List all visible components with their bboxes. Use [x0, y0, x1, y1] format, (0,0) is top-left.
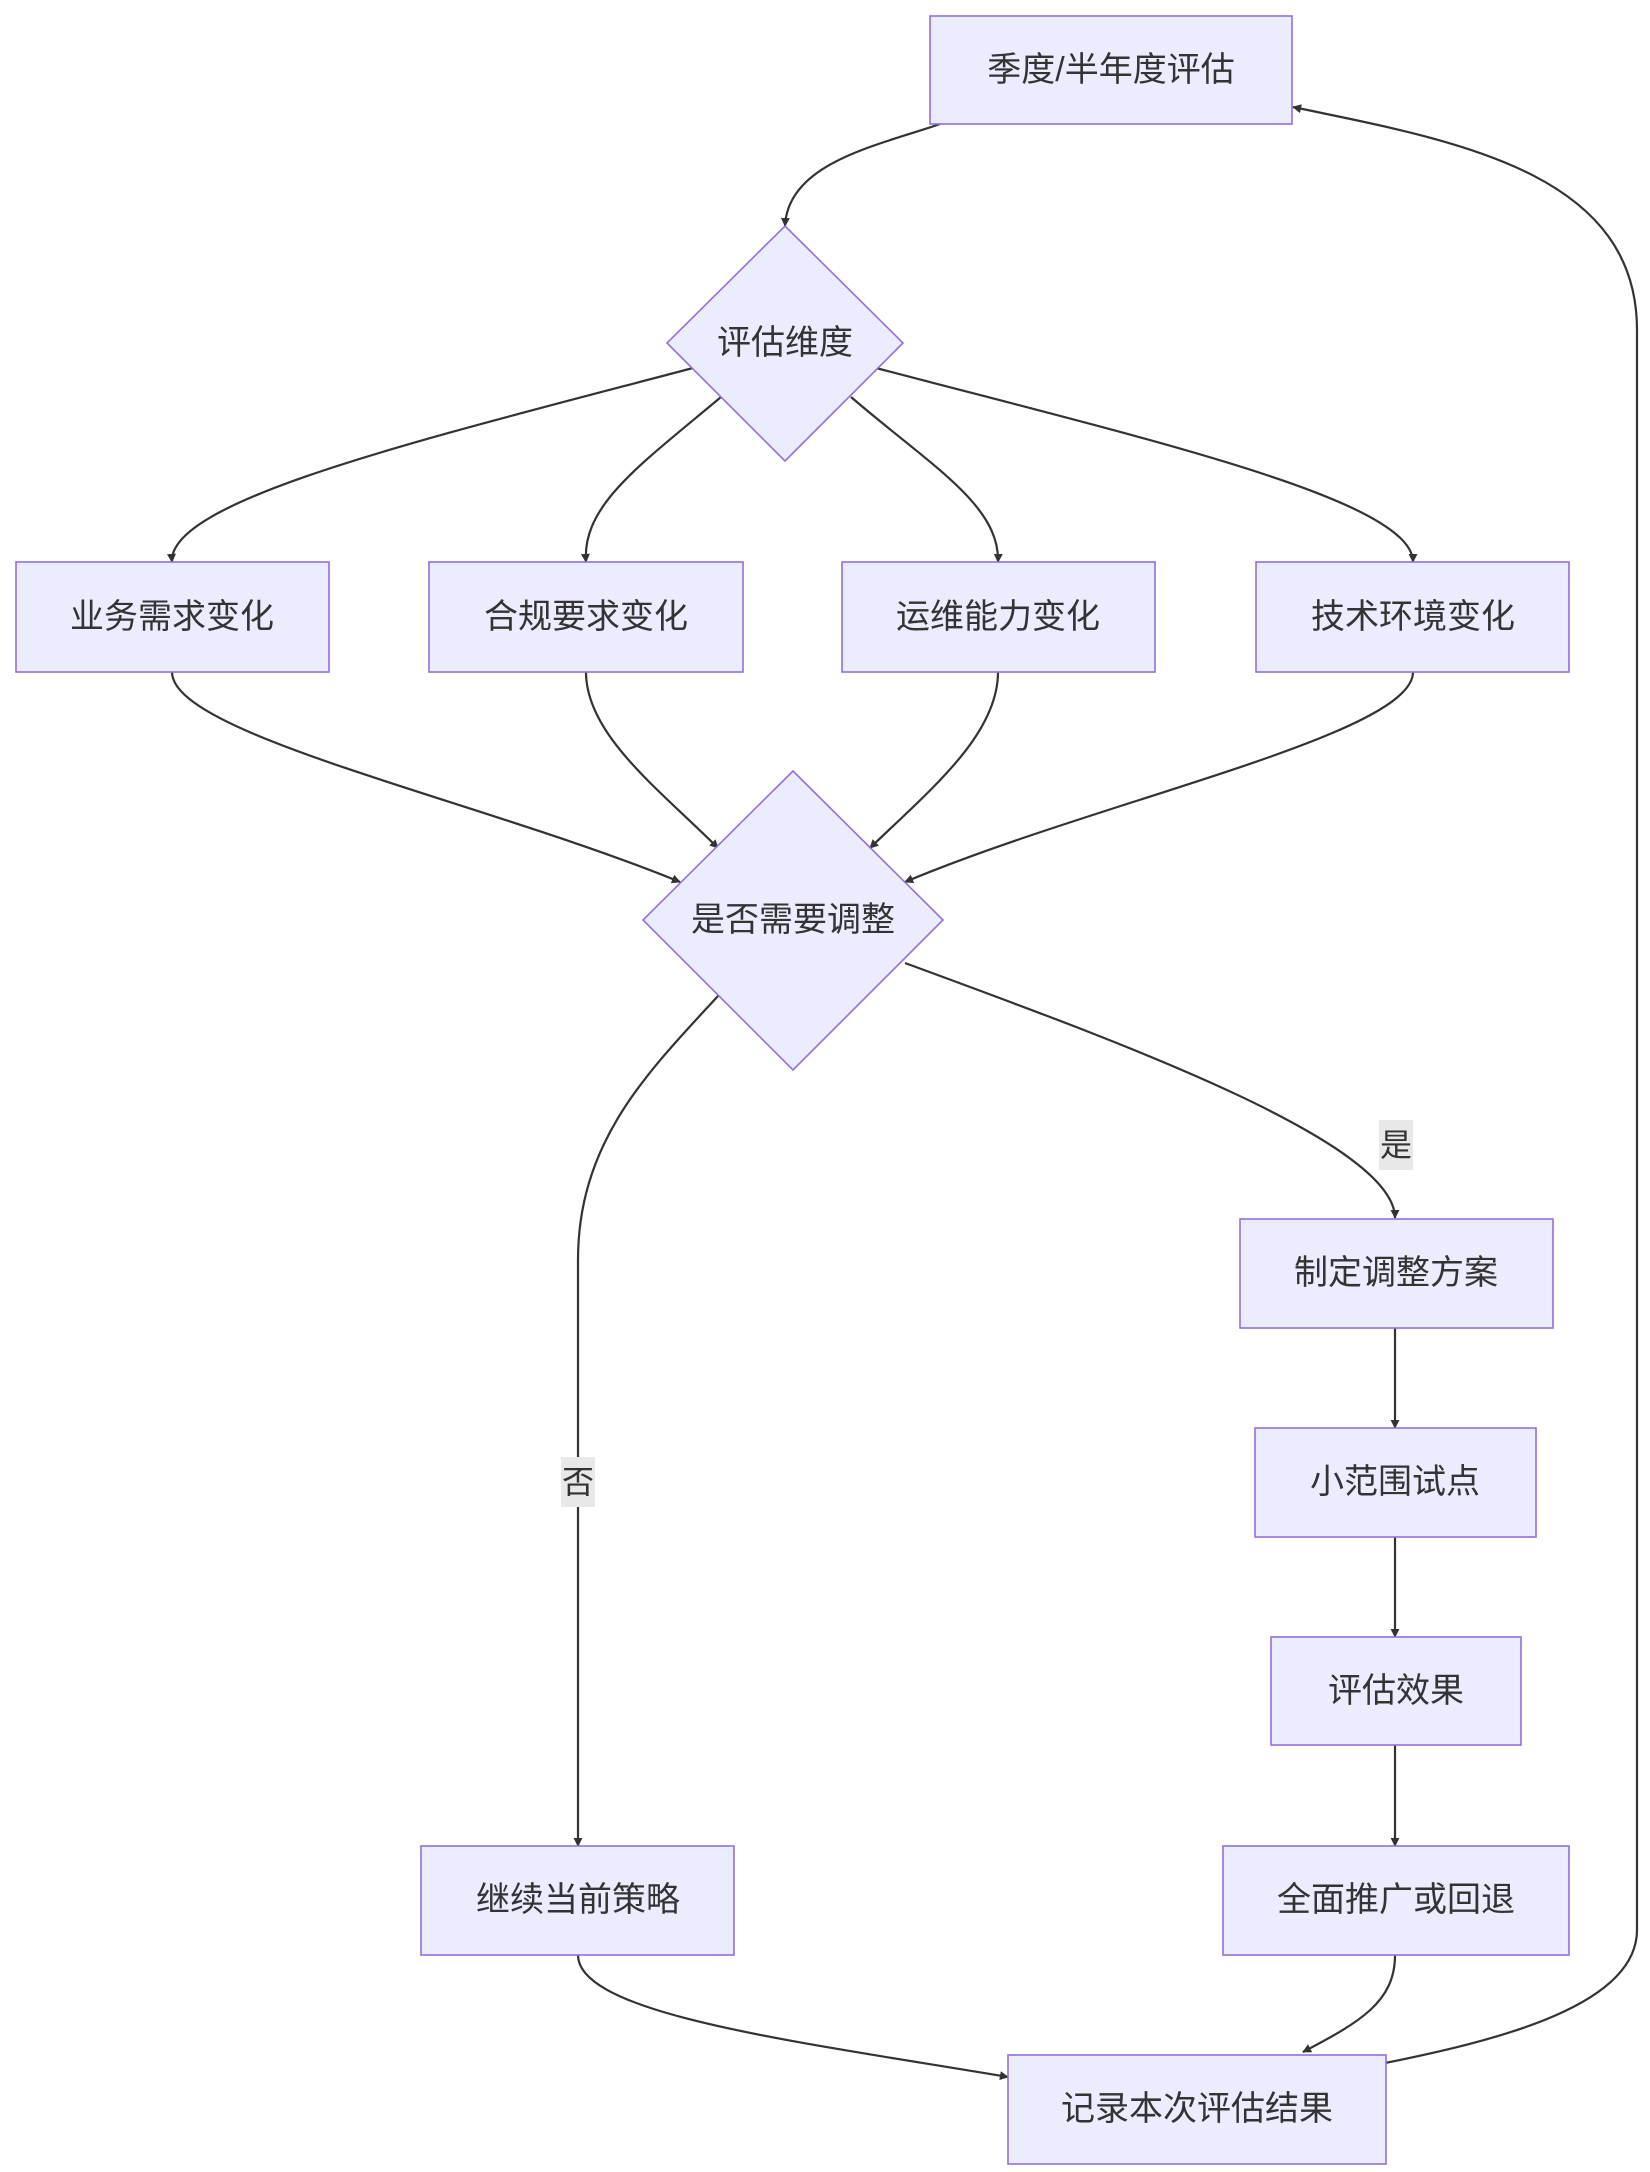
- edge-adjust-to-plan: [904, 961, 1400, 1219]
- edge-compliance-to-adjust: [584, 671, 719, 849]
- edge-adjust-to-continue: [573, 995, 719, 1847]
- edge-tech-to-adjust: [904, 671, 1415, 884]
- svg-text:业务需求变化: 业务需求变化: [70, 598, 274, 636]
- edge-dimensions-to-business: [167, 366, 694, 563]
- svg-text:小范围试点: 小范围试点: [1310, 1463, 1480, 1501]
- svg-text:是: 是: [1380, 1127, 1412, 1163]
- node-dimensions-decision: 评估维度: [665, 224, 905, 463]
- node-record-result: 记录本次评估结果: [1007, 2054, 1387, 2165]
- edge-continue-to-record: [576, 1954, 1009, 2081]
- svg-text:否: 否: [562, 1464, 594, 1500]
- svg-text:制定调整方案: 制定调整方案: [1294, 1254, 1498, 1292]
- svg-text:技术环境变化: 技术环境变化: [1311, 598, 1515, 636]
- node-business-change: 业务需求变化: [15, 561, 330, 673]
- svg-text:运维能力变化: 运维能力变化: [896, 598, 1100, 636]
- edge-ops-to-adjust: [869, 671, 1000, 849]
- node-quarterly-review: 季度/半年度评估: [929, 15, 1293, 125]
- node-need-adjust-decision: 是否需要调整: [641, 769, 945, 1072]
- node-evaluate-effect: 评估效果: [1270, 1636, 1522, 1746]
- svg-text:合规要求变化: 合规要求变化: [484, 598, 688, 636]
- edge-dimensions-to-ops: [850, 396, 1003, 563]
- node-continue-strategy: 继续当前策略: [420, 1845, 735, 1956]
- svg-text:季度/半年度评估: 季度/半年度评估: [987, 51, 1234, 89]
- node-ops-change: 运维能力变化: [841, 561, 1156, 673]
- edge-label-yes: 是: [1379, 1120, 1413, 1170]
- edge-dimensions-to-tech: [875, 366, 1418, 563]
- edge-rollout-to-record: [1302, 1954, 1397, 2053]
- node-pilot: 小范围试点: [1254, 1427, 1537, 1538]
- svg-text:评估维度: 评估维度: [717, 324, 853, 362]
- svg-text:全面推广或回退: 全面推广或回退: [1277, 1881, 1515, 1919]
- node-tech-change: 技术环境变化: [1255, 561, 1570, 673]
- edge-dimensions-to-compliance: [580, 396, 722, 563]
- node-compliance-change: 合规要求变化: [428, 561, 744, 673]
- node-rollout-or-rollback: 全面推广或回退: [1222, 1845, 1570, 1956]
- svg-text:是否需要调整: 是否需要调整: [691, 901, 895, 939]
- edge-business-to-adjust: [170, 671, 681, 884]
- edge-label-no: 否: [561, 1457, 595, 1507]
- svg-text:评估效果: 评估效果: [1328, 1672, 1464, 1710]
- edge-record-to-review: [1292, 104, 1639, 2065]
- edge-review-to-dimensions: [780, 122, 941, 227]
- svg-text:继续当前策略: 继续当前策略: [476, 1881, 680, 1919]
- svg-text:记录本次评估结果: 记录本次评估结果: [1061, 2090, 1333, 2128]
- node-make-plan: 制定调整方案: [1239, 1218, 1554, 1329]
